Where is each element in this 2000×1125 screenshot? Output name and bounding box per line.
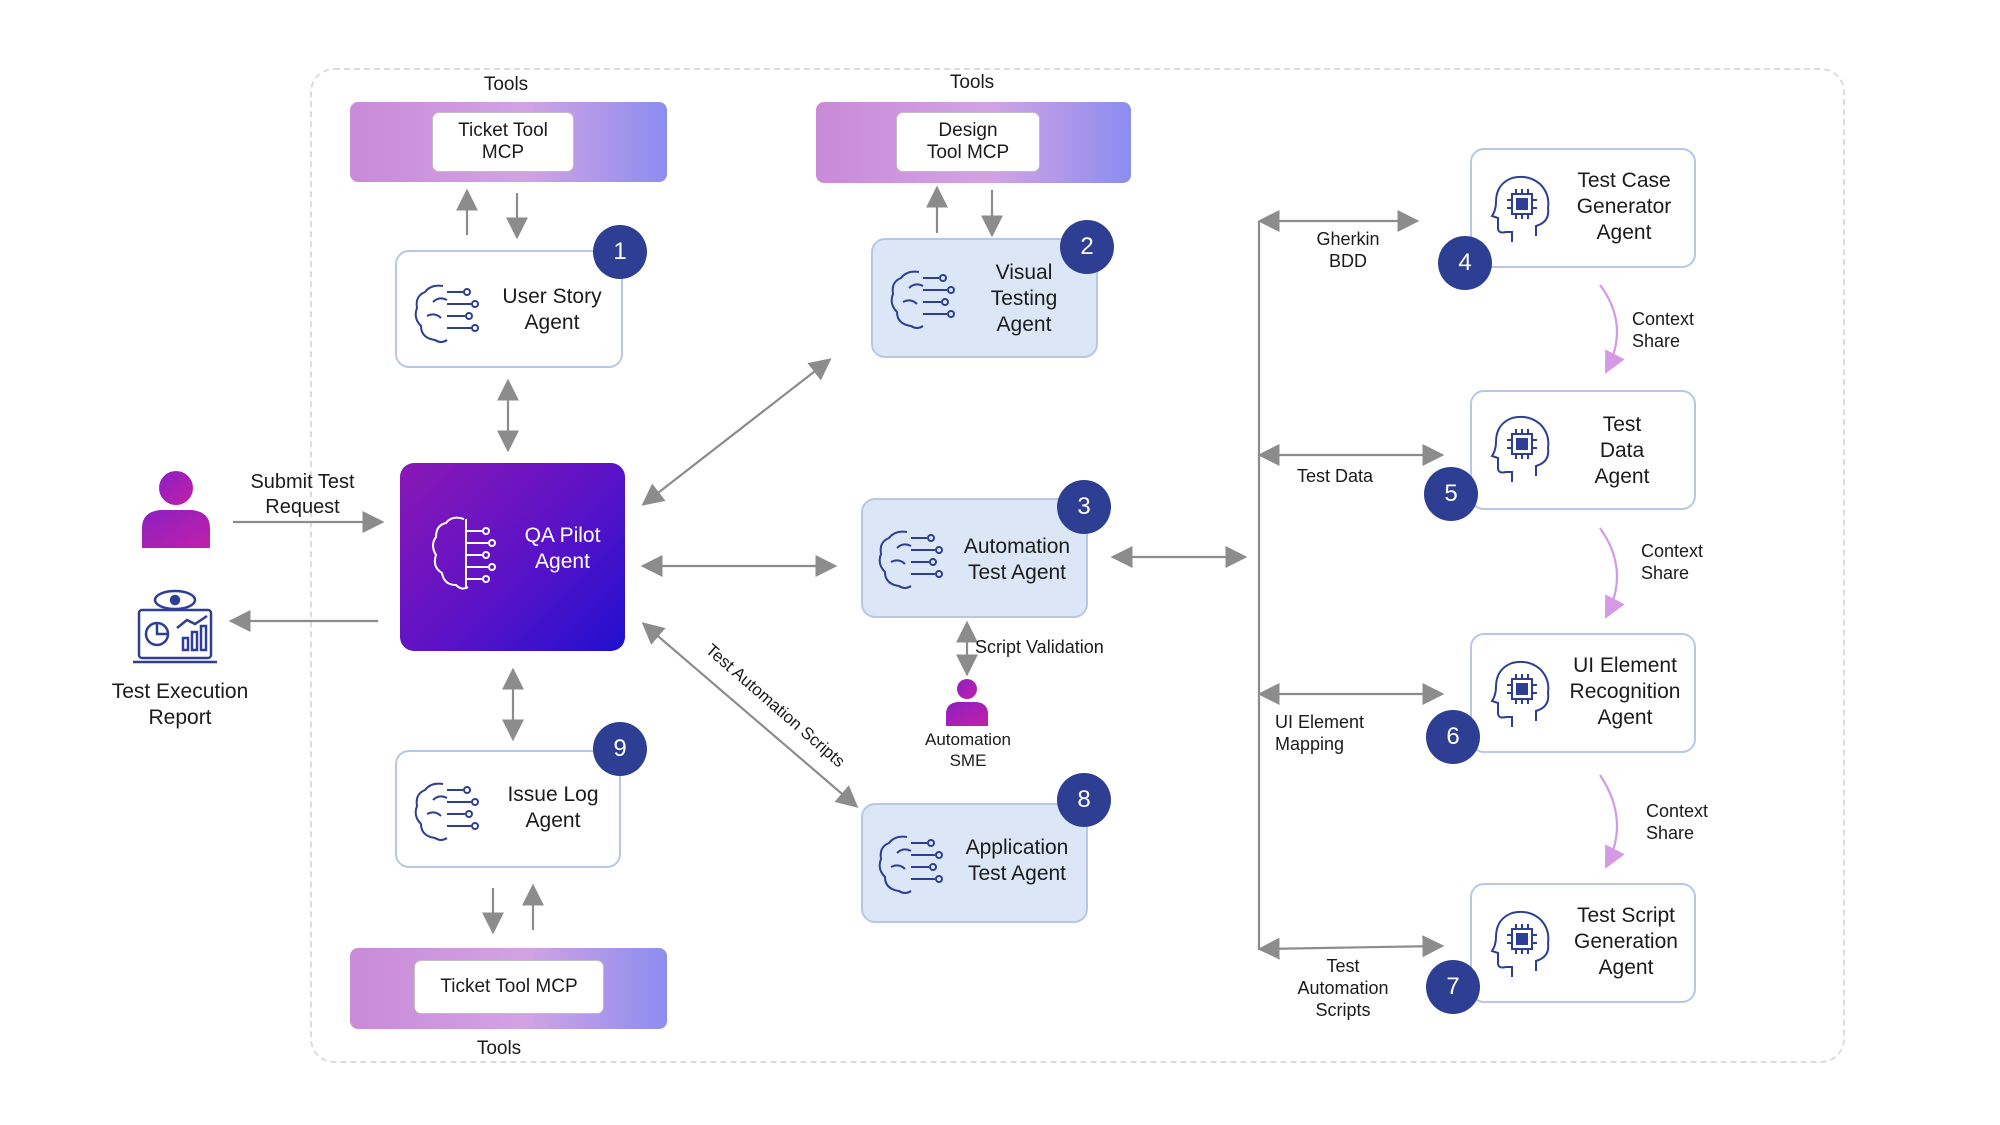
- context-share-label: Context Share: [1646, 801, 1709, 843]
- tools-label: Tools: [476, 1038, 522, 1059]
- ai-head-icon: [1490, 415, 1550, 482]
- tools-label: Tools: [483, 74, 529, 95]
- tools-panel: Ticket Tool MCP: [350, 948, 667, 1029]
- brain-circuit-icon: [414, 782, 479, 841]
- tools-label: Tools: [949, 72, 995, 93]
- agent-label: Application Test Agent: [965, 836, 1069, 885]
- script-validation-label: Script Validation: [975, 637, 1104, 657]
- agent-label: Test Script Generation Agent: [1574, 904, 1678, 979]
- automation-test-agent[interactable]: Automation Test Agent: [861, 498, 1088, 618]
- qa-pilot-label: QA Pilot Agent: [524, 524, 601, 573]
- step-badge: 3: [1057, 480, 1111, 534]
- step-badge: 5: [1424, 467, 1478, 521]
- issue-log-agent[interactable]: Issue Log Agent: [395, 750, 621, 868]
- step-badge: 2: [1060, 220, 1114, 274]
- test-case-generator-agent[interactable]: Test Case Generator Agent: [1470, 148, 1696, 268]
- tools-panel: Design Tool MCP: [816, 102, 1131, 183]
- brain-circuit-icon: [878, 530, 943, 589]
- brain-circuit-icon: [890, 270, 955, 329]
- test-data-label: Test Data: [1296, 466, 1374, 486]
- ui-element-recognition-agent[interactable]: UI Element Recognition Agent: [1470, 633, 1696, 753]
- step-badge: 6: [1426, 710, 1480, 764]
- ticket-tool-mcp[interactable]: Ticket Tool MCP: [414, 960, 604, 1014]
- test-automation-scripts-label: Test Automation Scripts: [1297, 956, 1389, 1020]
- agent-label: Issue Log Agent: [507, 783, 599, 832]
- context-share-label: Context Share: [1632, 309, 1695, 351]
- visual-testing-agent[interactable]: Visual Testing Agent: [871, 238, 1098, 358]
- report-icon: [133, 588, 217, 668]
- qa-pilot-agent[interactable]: QA Pilot Agent: [400, 463, 625, 651]
- step-badge: 4: [1438, 236, 1492, 290]
- automation-sme-label: Automation SME: [925, 730, 1011, 770]
- agent-label: Test Data Agent: [1594, 413, 1650, 488]
- user-icon: [140, 470, 212, 548]
- ai-head-icon: [1490, 910, 1550, 977]
- test-execution-report-label: Test Execution Report: [111, 680, 249, 729]
- diagram-frame: [310, 68, 1845, 1063]
- step-badge: 8: [1057, 773, 1111, 827]
- ticket-tool-mcp[interactable]: Ticket Tool MCP: [432, 112, 574, 172]
- design-tool-mcp[interactable]: Design Tool MCP: [896, 112, 1040, 172]
- tools-panel: Ticket Tool MCP: [350, 102, 667, 182]
- submit-test-request-label: Submit Test Request: [250, 471, 355, 518]
- sme-user-icon: [944, 678, 990, 726]
- brain-icon: [432, 516, 496, 590]
- agent-label: Visual Testing Agent: [990, 261, 1058, 336]
- application-test-agent[interactable]: Application Test Agent: [861, 803, 1088, 923]
- test-data-agent[interactable]: Test Data Agent: [1470, 390, 1696, 510]
- test-script-generation-agent[interactable]: Test Script Generation Agent: [1470, 883, 1696, 1003]
- agent-label: UI Element Recognition Agent: [1569, 654, 1681, 729]
- step-badge: 1: [593, 225, 647, 279]
- user-story-agent[interactable]: User Story Agent: [395, 250, 623, 368]
- ai-head-icon: [1490, 660, 1550, 727]
- ui-element-mapping-label: UI Element Mapping: [1275, 712, 1365, 754]
- agent-label: Test Case Generator Agent: [1576, 169, 1672, 244]
- context-share-label: Context Share: [1641, 541, 1704, 583]
- step-badge: 7: [1426, 960, 1480, 1014]
- step-badge: 9: [593, 722, 647, 776]
- brain-circuit-icon: [414, 284, 479, 343]
- brain-circuit-icon: [878, 835, 943, 894]
- agent-label: User Story Agent: [502, 285, 602, 334]
- ai-head-icon: [1490, 175, 1550, 242]
- gherkin-bdd-label: Gherkin BDD: [1316, 229, 1380, 271]
- agent-label: Automation Test Agent: [963, 535, 1071, 584]
